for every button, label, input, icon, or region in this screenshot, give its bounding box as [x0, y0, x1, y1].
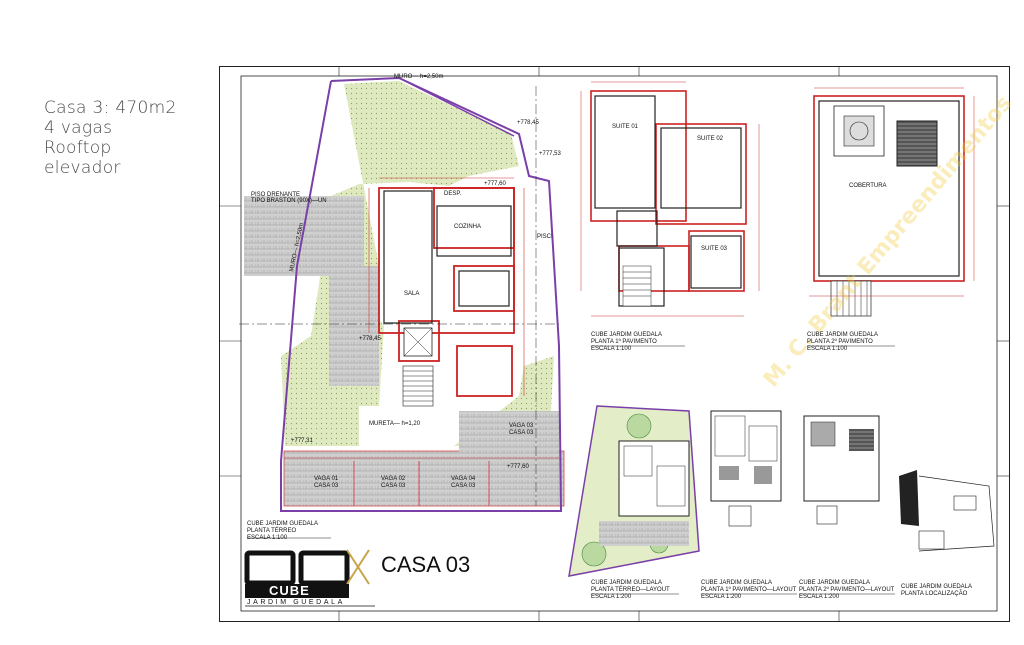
note-line-parking: 4 vagas — [44, 118, 113, 138]
label-suite-02: SUITE 02 — [697, 136, 724, 142]
vaga-02-line-2: CASA 03 — [381, 483, 406, 489]
title-ground-layout-line-2: PLANTA TÉRREO—LAYOUT — [591, 587, 670, 593]
sheet-grid-ticks — [219, 66, 1010, 622]
ground-walls-black — [383, 190, 512, 324]
title-first-layout-line-2: PLANTA 1º PAVIMENTO—LAYOUT — [701, 587, 797, 593]
label-suite-03: SUITE 03 — [701, 246, 728, 252]
vaga-02-line-1: VAGA 02 — [381, 476, 406, 482]
label-level-3: +777,60 — [484, 181, 506, 187]
title-first-layout-line-3: ESCALA 1:200 — [701, 594, 742, 600]
ground-floor-plan — [239, 76, 565, 512]
note-line-rooftop: Rooftop — [44, 138, 112, 158]
title-second-floor-line-3: ESCALA 1:100 — [807, 346, 848, 352]
house-title: CASA 03 — [381, 552, 471, 577]
label-vaga-04: VAGA 04 CASA 03 — [451, 476, 475, 490]
first-floor-plan — [580, 81, 760, 317]
first-dimensions — [580, 81, 760, 317]
title-second-floor: CUBE JARDIM GUEDALA PLANTA 2º PAVIMENTO … — [807, 332, 878, 353]
cube-logo-mark — [244, 549, 375, 607]
label-piso: PISO DRENANTE — [251, 192, 301, 198]
label-cobertura: COBERTURA — [849, 183, 887, 189]
title-second-floor-line-2: PLANTA 2º PAVIMENTO — [807, 339, 873, 345]
project-notes: Casa 3: 470m2 4 vagas Rooftop elevador — [44, 98, 214, 178]
rooftop-deck — [833, 105, 885, 157]
title-location-line-1: CUBE JARDIM GUEDALA — [901, 584, 973, 590]
paved-area-2 — [329, 266, 379, 386]
vaga-04-line-2: CASA 03 — [451, 483, 476, 489]
vaga-04-line-1: VAGA 04 — [451, 476, 476, 482]
second-layout-plan — [803, 415, 880, 525]
label-mureta: MURETA— h=1,20 — [369, 421, 421, 427]
ground-dimensions — [284, 177, 559, 459]
roof-tiles — [896, 120, 938, 167]
blueprint-drawing — [219, 66, 1010, 622]
title-ground-layout: CUBE JARDIM GUEDALA PLANTA TÉRREO—LAYOUT… — [591, 580, 670, 601]
second-dimensions — [809, 87, 975, 297]
logo-subtitle: JARDIM GUEDALA — [247, 599, 345, 606]
sheet-inner-border — [240, 75, 998, 612]
label-cozinha: COZINHA — [454, 224, 481, 230]
parking-dividers — [353, 461, 490, 506]
title-second-layout-line-2: PLANTA 2º PAVIMENTO—LAYOUT — [799, 587, 895, 593]
label-level-2: +777,53 — [539, 151, 561, 157]
title-ground-layout-line-3: ESCALA 1:200 — [591, 594, 632, 600]
lot-boundary-diagonal — [398, 77, 515, 137]
title-location: CUBE JARDIM GUEDALA PLANTA LOCALIZAÇÃO — [901, 584, 972, 598]
label-piso-type: TIPO BRASTON (90X)—UN — [251, 198, 327, 204]
title-second-layout-line-3: ESCALA 1:200 — [799, 594, 840, 600]
title-first-floor-line-3: ESCALA 1:100 — [591, 346, 632, 352]
parking-area-2 — [459, 411, 559, 461]
second-stairs — [830, 280, 872, 317]
title-underlines — [247, 345, 895, 595]
label-sala: SALA — [404, 291, 420, 297]
title-ground-floor: CUBE JARDIM GUEDALA PLANTA TÉRREO ESCALA… — [247, 521, 318, 542]
label-level-1: +778,45 — [517, 120, 539, 126]
label-vaga-03: VAGA 03 CASA 03 — [509, 423, 533, 437]
first-layout-plan — [710, 410, 782, 527]
title-first-floor-line-2: PLANTA 1º PAVIMENTO — [591, 339, 657, 345]
title-second-layout-line-1: CUBE JARDIM GUEDALA — [799, 580, 871, 586]
title-ground-floor-line-2: PLANTA TÉRREO — [247, 528, 297, 534]
lot-boundary — [280, 76, 563, 512]
logo-brand: CUBE — [269, 583, 310, 598]
title-ground-floor-line-3: ESCALA 1:100 — [247, 535, 288, 541]
title-ground-floor-line-1: CUBE JARDIM GUEDALA — [247, 521, 319, 527]
drawing-sheet: M. C. Brant Empreendimentos PISO DRENANT… — [219, 66, 1017, 622]
location-plan — [899, 470, 995, 552]
ground-stairs — [402, 365, 434, 407]
title-second-layout: CUBE JARDIM GUEDALA PLANTA 2º PAVIMENTO—… — [799, 580, 894, 601]
ground-layout-plan — [568, 405, 700, 577]
title-first-floor-line-1: CUBE JARDIM GUEDALA — [591, 332, 663, 338]
title-location-line-2: PLANTA LOCALIZAÇÃO — [901, 591, 968, 597]
title-second-floor-line-1: CUBE JARDIM GUEDALA — [807, 332, 879, 338]
label-vaga-01: VAGA 01 CASA 03 — [314, 476, 338, 490]
title-first-layout-line-1: CUBE JARDIM GUEDALA — [701, 580, 773, 586]
paved-area — [244, 196, 364, 276]
label-vaga-02: VAGA 02 CASA 03 — [381, 476, 405, 490]
note-line-elevator: elevador — [44, 158, 121, 178]
vaga-03-line-2: CASA 03 — [509, 430, 534, 436]
note-line-area: Casa 3: 470m2 — [44, 98, 177, 118]
vaga-03-line-1: VAGA 03 — [509, 423, 534, 429]
second-floor-plan — [809, 87, 975, 317]
label-suite-01: SUITE 01 — [612, 124, 639, 130]
label-desp: DESP. — [444, 191, 462, 197]
first-stairs — [622, 265, 652, 307]
title-first-layout: CUBE JARDIM GUEDALA PLANTA 1º PAVIMENTO—… — [701, 580, 796, 601]
title-first-floor: CUBE JARDIM GUEDALA PLANTA 1º PAVIMENTO … — [591, 332, 662, 353]
vaga-01-line-1: VAGA 01 — [314, 476, 339, 482]
label-level-4: +778,45 — [359, 336, 381, 342]
vaga-01-line-2: CASA 03 — [314, 483, 339, 489]
label-piscina: PISCI — [537, 234, 553, 240]
label-level-6: +777,60 — [507, 464, 529, 470]
label-level-5: +777,31 — [291, 438, 313, 444]
title-ground-layout-line-1: CUBE JARDIM GUEDALA — [591, 580, 663, 586]
label-muro-top: MURO— h=2,50m — [394, 74, 444, 80]
ground-walls — [378, 187, 515, 397]
